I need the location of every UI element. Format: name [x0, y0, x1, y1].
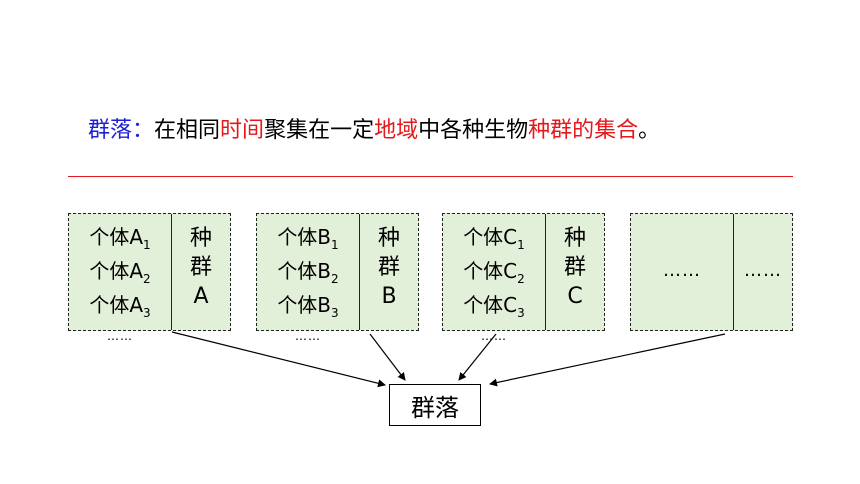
definition-highlight-populations: 种群的集合	[528, 118, 639, 143]
individual-b1: 个体B1	[277, 225, 339, 252]
population-a-label: 种 群 A	[172, 214, 230, 330]
arrow-from-population-b	[369, 333, 406, 381]
individual-a3: 个体A3	[89, 293, 151, 320]
population-c-label-line3: C	[567, 284, 583, 309]
population-a-individuals: 个体A1 个体A2 个体A3 ……	[69, 214, 172, 343]
population-c-label-line1: 种	[563, 226, 586, 251]
population-b-box: 个体B1 个体B2 个体B3 …… 种 群 B	[256, 213, 419, 343]
more-individuals-b: ……	[295, 329, 321, 343]
individual-c2: 个体C2	[463, 259, 525, 286]
definition-highlight-time: 时间	[220, 118, 265, 143]
population-b-individuals: 个体B1 个体B2 个体B3 ……	[257, 214, 360, 343]
population-b-label-line2: 群	[377, 255, 400, 280]
population-c-box: 个体C1 个体C2 个体C3 …… 种 群 C	[442, 213, 605, 343]
population-a-box: 个体A1 个体A2 个体A3 …… 种 群 A	[68, 213, 231, 343]
population-b-label-line1: 种	[377, 226, 400, 251]
population-more-right-ellipsis: ……	[744, 260, 782, 281]
more-individuals-a: ……	[107, 329, 133, 343]
more-individuals-c: ……	[481, 326, 507, 346]
individual-a2: 个体A2	[89, 259, 151, 286]
population-a-label-line3: A	[193, 284, 209, 309]
community-box: 群落	[389, 384, 481, 426]
definition-term: 群落	[88, 118, 133, 143]
individual-b3: 个体B3	[277, 293, 339, 320]
arrow-from-population-more	[489, 333, 726, 387]
individual-a1: 个体A1	[89, 225, 151, 252]
population-b-label: 种 群 B	[360, 214, 418, 330]
population-more-left: ……	[631, 214, 734, 330]
population-more-box: …… ……	[630, 213, 793, 331]
population-c-individuals: 个体C1 个体C2 个体C3 ……	[443, 214, 546, 343]
red-divider-line	[68, 176, 793, 177]
definition-colon: ：	[132, 118, 155, 143]
population-c-label: 种 群 C	[546, 214, 604, 330]
population-c-label-line2: 群	[563, 255, 586, 280]
definition-text-1: 在相同	[154, 118, 221, 143]
population-b-label-line3: B	[381, 284, 397, 309]
definition-text-2: 聚集在一定	[264, 118, 375, 143]
population-a-label-line1: 种	[189, 226, 212, 251]
arrow-from-population-a	[171, 331, 386, 388]
definition-text-4: 。	[638, 118, 661, 143]
definition-text-3: 中各种生物	[418, 118, 529, 143]
definition-sentence: 群落：在相同时间聚集在一定地域中各种生物种群的集合。	[88, 112, 660, 144]
individual-c1: 个体C1	[463, 225, 525, 252]
definition-highlight-region: 地域	[374, 118, 419, 143]
population-more-right: ……	[734, 214, 792, 330]
population-a-label-line2: 群	[189, 255, 212, 280]
population-more-left-ellipsis: ……	[663, 260, 701, 281]
individual-c3: 个体C3	[463, 293, 525, 320]
individual-b2: 个体B2	[277, 259, 339, 286]
arrow-from-population-c	[458, 333, 497, 381]
